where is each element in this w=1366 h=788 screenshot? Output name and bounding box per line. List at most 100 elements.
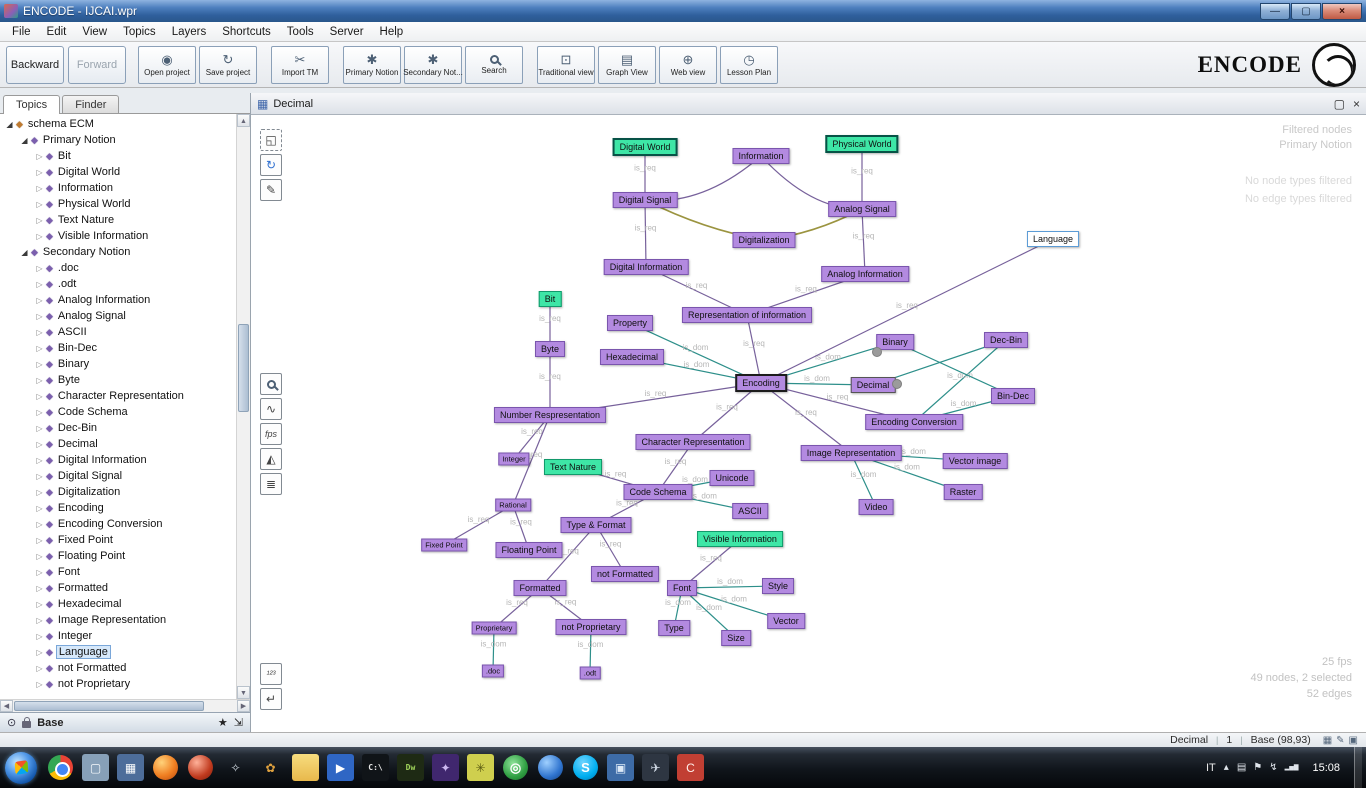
menu-layers[interactable]: Layers [164,24,215,40]
graph-node-vector[interactable]: Vector [767,613,805,629]
graph-node-byte[interactable]: Byte [535,341,565,357]
menu-server[interactable]: Server [322,24,372,40]
tree-item-encoding-conversion[interactable]: ▷◆Encoding Conversion [0,516,236,532]
graph-node-binary[interactable]: Binary [876,334,914,350]
layer-pin-icon[interactable]: ⇲ [234,716,243,729]
tree-item-schema-ecm[interactable]: ◢◆schema ECM [0,116,236,132]
graph-node-digitalization[interactable]: Digitalization [732,232,795,248]
tree-item-hexadecimal[interactable]: ▷◆Hexadecimal [0,596,236,612]
graph-node-bit[interactable]: Bit [539,291,562,307]
collapsed-arrow-icon[interactable]: ▷ [34,584,45,593]
record-icon[interactable]: ◎ [503,755,528,780]
action-center-flag-icon[interactable]: ⚑ [1253,762,1262,773]
collapsed-arrow-icon[interactable]: ▷ [34,616,45,625]
graph-node-rational[interactable]: Rational [495,499,531,512]
graph-node-font[interactable]: Font [667,580,697,596]
graph-node-digital-world[interactable]: Digital World [613,138,678,156]
tree-item-bin-dec[interactable]: ▷◆Bin-Dec [0,340,236,356]
tree-item-analog-signal[interactable]: ▷◆Analog Signal [0,308,236,324]
overview-tool[interactable]: ◱ [260,129,282,151]
tree-item-decimal[interactable]: ▷◆Decimal [0,436,236,452]
backward-button[interactable]: Backward [6,46,64,84]
expanded-arrow-icon[interactable]: ◢ [19,248,30,257]
graph-node-physical-world[interactable]: Physical World [825,135,898,153]
numbering-tool[interactable]: ¹²³ [260,663,282,685]
graph-node-unicode[interactable]: Unicode [709,470,754,486]
zoom-tool[interactable] [260,373,282,395]
graph-node-floating-point[interactable]: Floating Point [495,542,562,558]
tree-item-integer[interactable]: ▷◆Integer [0,628,236,644]
graph-node-bin-dec[interactable]: Bin-Dec [991,388,1035,404]
graph-node-information[interactable]: Information [732,148,789,164]
tree-item-binary[interactable]: ▷◆Binary [0,356,236,372]
tree-item-digital-signal[interactable]: ▷◆Digital Signal [0,468,236,484]
start-button[interactable] [5,752,37,784]
tree-item-not-formatted[interactable]: ▷◆not Formatted [0,660,236,676]
graph-node-style[interactable]: Style [762,578,794,594]
graph-node-dec-bin[interactable]: Dec-Bin [984,332,1028,348]
graph-node-integer[interactable]: Integer [498,453,529,466]
collapsed-arrow-icon[interactable]: ▷ [34,200,45,209]
skype-icon[interactable]: S [573,755,598,780]
menu-tools[interactable]: Tools [279,24,322,40]
collapsed-arrow-icon[interactable]: ▷ [34,360,45,369]
layer-star-icon[interactable]: ★ [218,716,228,729]
tray-expand-icon[interactable]: ▴ [1224,762,1229,773]
menu-shortcuts[interactable]: Shortcuts [214,24,279,40]
selection-handle-1[interactable] [872,347,882,357]
collapsed-arrow-icon[interactable]: ▷ [34,472,45,481]
expanded-arrow-icon[interactable]: ◢ [4,120,15,129]
tree-item-code-schema[interactable]: ▷◆Code Schema [0,404,236,420]
apps-grid-icon[interactable]: ▦ [117,754,144,781]
selection-handle-2[interactable] [892,379,902,389]
graph-node-proprietary[interactable]: Proprietary [472,622,517,635]
minimize-button[interactable]: — [1260,3,1290,20]
graph-node-formatted[interactable]: Formatted [513,580,566,596]
graph-node-text-nature[interactable]: Text Nature [544,459,602,475]
collapsed-arrow-icon[interactable]: ▷ [34,264,45,273]
collapsed-arrow-icon[interactable]: ▷ [34,520,45,529]
language-indicator[interactable]: IT [1206,762,1216,774]
graph-node-analog-signal[interactable]: Analog Signal [828,201,896,217]
graph-node-language[interactable]: Language [1027,231,1079,247]
collapsed-arrow-icon[interactable]: ▷ [34,376,45,385]
grid-icon[interactable]: ▦ [1323,735,1332,746]
primary-notion-button[interactable]: ✱Primary Notion [343,46,401,84]
tree-item-dec-bin[interactable]: ▷◆Dec-Bin [0,420,236,436]
tree-item-font[interactable]: ▷◆Font [0,564,236,580]
tree-item-digital-information[interactable]: ▷◆Digital Information [0,452,236,468]
tree-item-primary-notion[interactable]: ◢◆Primary Notion [0,132,236,148]
graph-node-not-proprietary[interactable]: not Proprietary [555,619,626,635]
expanded-arrow-icon[interactable]: ◢ [19,136,30,145]
cmd-icon[interactable]: C:\ [362,754,389,781]
tree-item-floating-point[interactable]: ▷◆Floating Point [0,548,236,564]
media-player-icon[interactable]: ▶ [327,754,354,781]
menu-view[interactable]: View [74,24,115,40]
fps-tool[interactable]: fps [260,423,282,445]
dreamweaver-icon[interactable]: Dw [397,754,424,781]
panel-close-button[interactable]: × [1353,97,1360,111]
tree-item-character-representation[interactable]: ▷◆Character Representation [0,388,236,404]
tree-item-odt[interactable]: ▷◆.odt [0,276,236,292]
graph-view-button[interactable]: ▤Graph View [598,46,656,84]
web-view-button[interactable]: ⊕Web view [659,46,717,84]
scroll-down-icon[interactable]: ▼ [237,686,250,699]
design-app-icon[interactable]: ✦ [432,754,459,781]
layer-name[interactable]: Base [37,717,63,729]
key-icon[interactable]: ✧ [222,754,249,781]
graph-node-encoding[interactable]: Encoding [735,374,787,392]
import-tm-button[interactable]: ✂Import TM [271,46,329,84]
tree-horizontal-scrollbar[interactable]: ◀ ▶ [0,699,250,712]
save-project-button[interactable]: ↻Save project [199,46,257,84]
tree-item-encoding[interactable]: ▷◆Encoding [0,500,236,516]
graph-node-encoding-conversion[interactable]: Encoding Conversion [865,414,963,430]
menu-topics[interactable]: Topics [115,24,164,40]
scroll-left-icon[interactable]: ◀ [0,700,13,712]
collapsed-arrow-icon[interactable]: ▷ [34,392,45,401]
network-icon[interactable]: ▂▅▇ [1285,764,1299,771]
graph-node-type[interactable]: Type [658,620,690,636]
graph-node-digital-information[interactable]: Digital Information [604,259,689,275]
tree-item-language[interactable]: ▷◆Language [0,644,236,660]
firefox-icon[interactable] [153,755,178,780]
collapsed-arrow-icon[interactable]: ▷ [34,216,45,225]
